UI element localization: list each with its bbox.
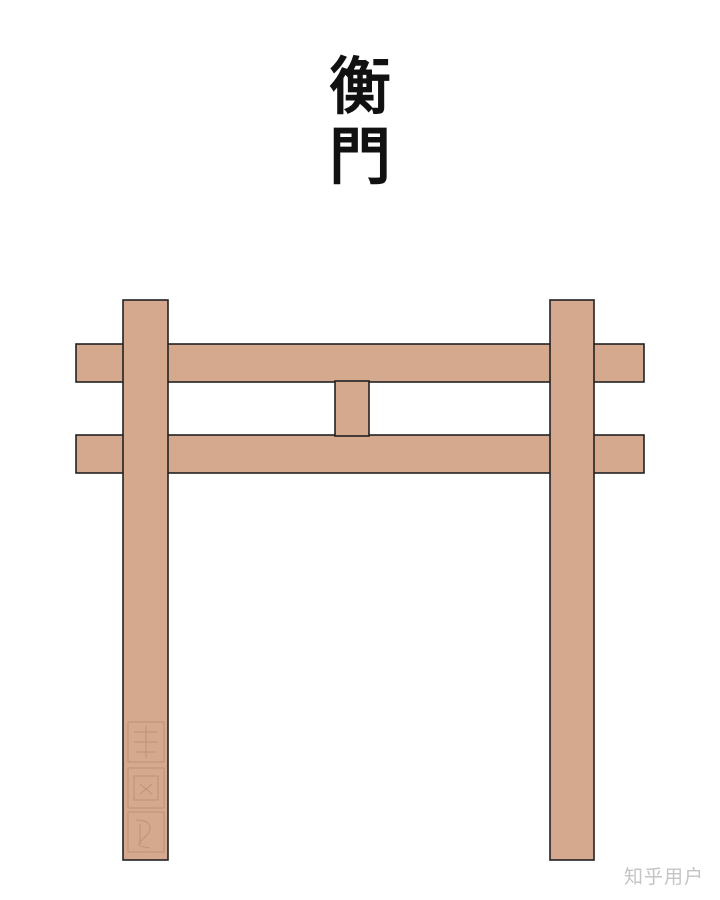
- page-title: 衡 門: [300, 52, 420, 192]
- right-pillar: [549, 299, 595, 861]
- seal-stamp: [127, 721, 165, 853]
- center-strut: [334, 380, 370, 437]
- zhihu-user-watermark: 知乎用户: [623, 866, 704, 888]
- title-char-heng: 衡: [328, 50, 391, 123]
- left-pillar: [122, 299, 169, 861]
- title-char-men: 門: [328, 120, 391, 193]
